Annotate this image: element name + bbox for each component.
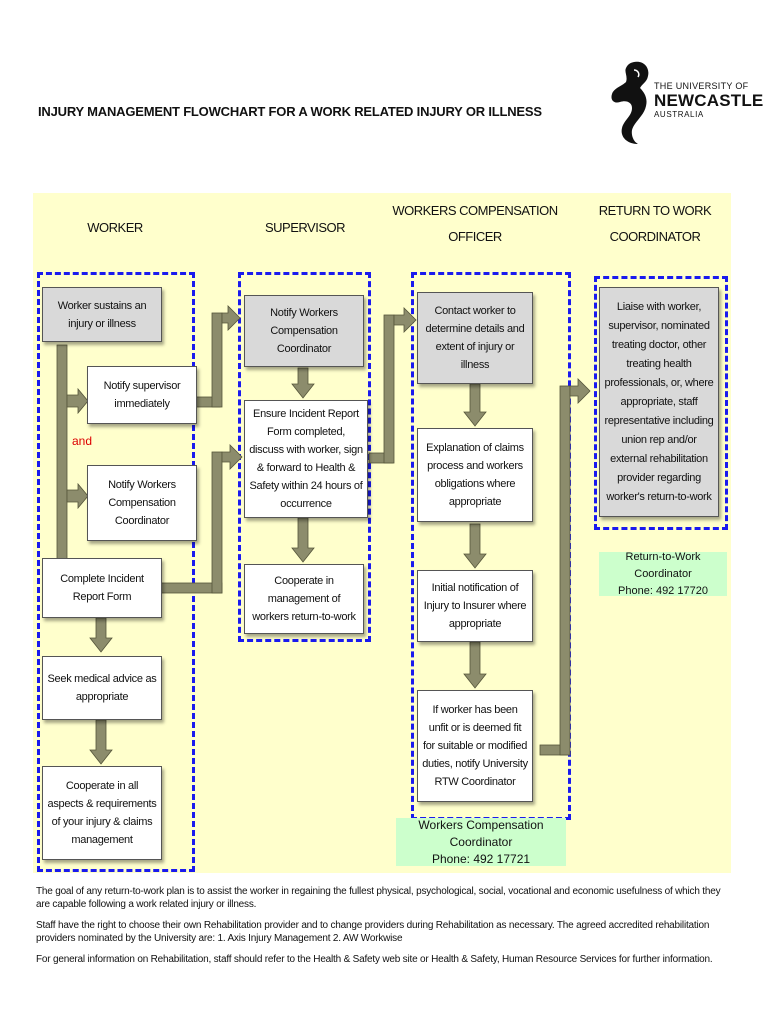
university-logo [604, 58, 734, 146]
column-heading-rtw-line-1: RETURN TO WORK [598, 203, 712, 218]
arrow-down-to-unfit [463, 641, 487, 689]
arrow-to-ensure-report [221, 444, 243, 470]
worker-trunk-connector [56, 344, 68, 568]
supervisor-notify-wcc-box: Notify Workers Compensation Coordinator [244, 295, 364, 367]
complete-incident-form-box: Complete Incident Report Form [42, 558, 162, 618]
logo-wordmark: THE UNIVERSITY OF NEWCASTLE AUSTRALIA [654, 82, 763, 119]
note-paragraph: For general information on Rehabilitatio… [36, 954, 713, 965]
logo-line-3: AUSTRALIA [654, 110, 704, 119]
column-heading-rtw-line-2: COORDINATOR [609, 229, 701, 244]
notes-section: The goal of any return-to-work plan is t… [36, 885, 736, 974]
initial-notification-box: Initial notification of Injury to Insure… [417, 570, 533, 642]
rtw-contact-name: Return-to-Work Coordinator [625, 550, 701, 580]
arrow-down-to-ensure-report [291, 367, 315, 399]
notify-rtw-coordinator-box: If worker has been unfit or is deemed fi… [417, 690, 533, 802]
wcc-contact-card: Workers Compensation Coordinator Phone: … [396, 818, 566, 866]
column-heading-wco-line-2: OFFICER [448, 229, 502, 244]
lane-rtw [594, 276, 728, 530]
note-paragraph: The goal of any return-to-work plan is t… [36, 886, 721, 910]
arrow-down-to-sup-cooperate [291, 517, 315, 563]
arrow-to-notify-wcc [66, 482, 89, 510]
seek-medical-advice-box: Seek medical advice as appropriate [42, 656, 162, 720]
arrow-down-to-cooperate [89, 719, 113, 765]
column-heading-wco-line-1: WORKERS COMPENSATION [392, 203, 558, 218]
and-label: and [72, 434, 93, 448]
column-heading-supervisor: SUPERVISOR [264, 220, 346, 235]
contact-worker-box: Contact worker to determine details and … [417, 292, 533, 384]
ensure-incident-report-box: Ensure Incident Report Form completed, d… [244, 400, 368, 518]
supervisor-cooperate-box: Cooperate in management of workers retur… [244, 564, 364, 634]
arrow-down-to-seek-medical [89, 617, 113, 653]
wcc-contact-name: Workers Compensation Coordinator [418, 817, 544, 849]
worker-sustains-injury-box: Worker sustains an injury or illness [42, 287, 162, 342]
wcc-contact-phone: Phone: 492 17721 [431, 851, 531, 866]
lane-worker [37, 272, 195, 872]
arrow-down-to-explanation [463, 383, 487, 427]
page-title: INJURY MANAGEMENT FLOWCHART FOR A WORK R… [38, 104, 542, 119]
seahorse-logo-icon [611, 61, 649, 144]
rtw-contact-card: Return-to-Work Coordinator Phone: 492 17… [599, 550, 727, 597]
notify-supervisor-box: Notify supervisor immediately [87, 366, 197, 424]
worker-notify-wcc-box: Notify Workers Compensation Coordinator [87, 465, 197, 541]
logo-line-2: NEWCASTLE [654, 91, 764, 110]
arrow-down-to-initial-notification [463, 523, 487, 569]
liaise-with-worker-box: Liaise with worker, supervisor, nominate… [599, 287, 719, 517]
arrow-to-liaise [569, 378, 591, 404]
column-heading-rtw: RETURN TO WORK COORDINATOR [575, 198, 735, 250]
logo-line-1: THE UNIVERSITY OF [654, 81, 749, 91]
column-heading-wco: WORKERS COMPENSATION OFFICER [390, 198, 560, 250]
note-paragraph: Staff have the right to choose their own… [36, 920, 710, 944]
rtw-contact-phone: Phone: 492 17720 [618, 584, 708, 597]
arrow-to-notify-supervisor [66, 387, 89, 415]
worker-cooperate-box: Cooperate in all aspects & requirements … [42, 766, 162, 860]
column-heading-worker: WORKER [87, 220, 143, 235]
arrow-to-contact-worker [393, 307, 417, 333]
explanation-of-claims-box: Explanation of claims process and worker… [417, 428, 533, 522]
arrow-to-sup-notify-wcc [221, 305, 241, 331]
